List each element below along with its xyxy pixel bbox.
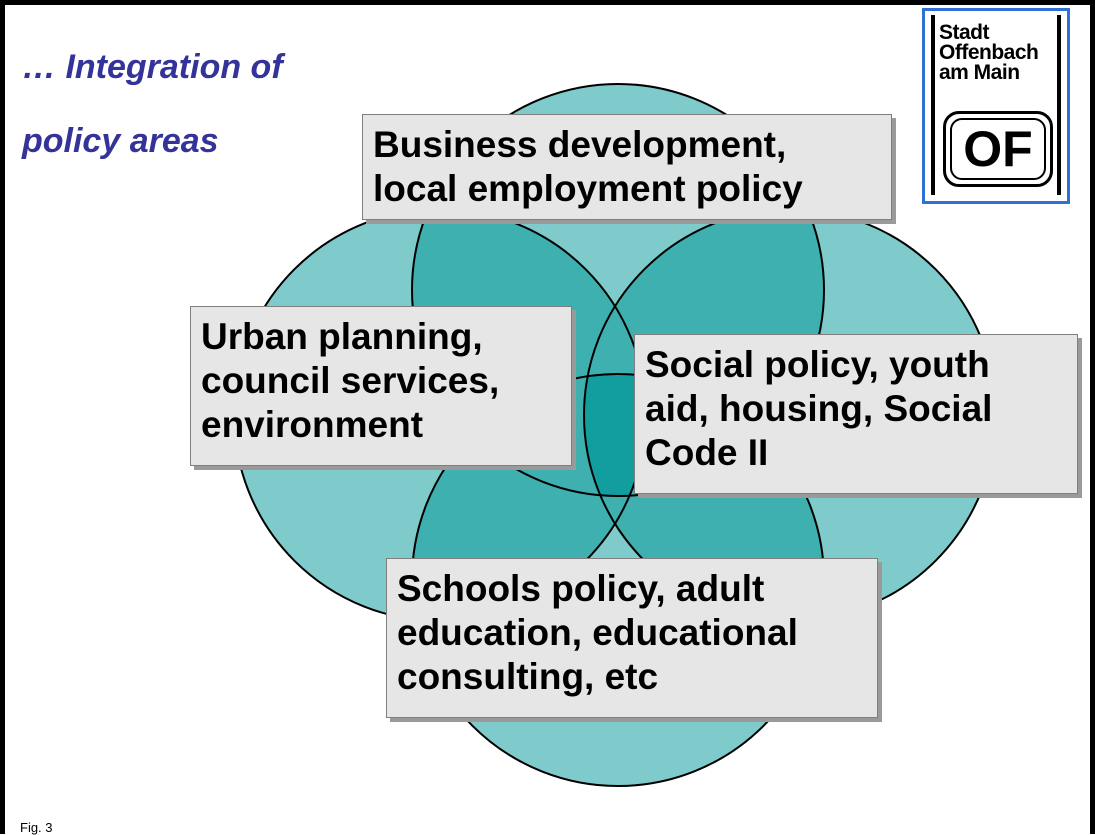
label-schools-line-2: education, educational — [397, 612, 798, 653]
city-logo-inner: Stadt Offenbach am Main OF — [931, 15, 1061, 195]
of-badge-text: OF — [950, 118, 1046, 180]
label-social-line-3: Code II — [645, 432, 769, 473]
label-schools-line-3: consulting, etc — [397, 656, 659, 697]
label-urban-line-1: Urban planning, — [201, 316, 483, 357]
title-line-2: policy areas — [22, 122, 219, 160]
frame-right-border — [1090, 0, 1095, 834]
label-schools: Schools policy, adult education, educati… — [386, 558, 878, 718]
frame-left-border — [0, 0, 5, 834]
label-social: Social policy, youth aid, housing, Socia… — [634, 334, 1078, 494]
logo-text-line-2: Offenbach — [939, 41, 1039, 64]
figure-label: Fig. 3 — [20, 820, 53, 835]
of-badge: OF — [943, 111, 1053, 187]
outline-business — [411, 83, 825, 497]
label-urban-line-3: environment — [201, 404, 424, 445]
label-social-line-1: Social policy, youth — [645, 344, 990, 385]
label-urban: Urban planning, council services, enviro… — [190, 306, 572, 466]
label-urban-line-2: council services, — [201, 360, 500, 401]
logo-text-line-1: Stadt — [939, 21, 990, 44]
label-social-line-2: aid, housing, Social — [645, 388, 993, 429]
label-business-line-1: Business development, — [373, 124, 787, 165]
label-schools-line-1: Schools policy, adult — [397, 568, 765, 609]
frame-top-border — [0, 0, 1095, 5]
label-business-line-2: local employment policy — [373, 168, 803, 209]
city-logo: Stadt Offenbach am Main OF — [922, 8, 1070, 204]
title-line-1: … Integration of — [22, 48, 283, 86]
logo-text-line-3: am Main — [939, 61, 1020, 84]
label-business: Business development, local employment p… — [362, 114, 892, 220]
